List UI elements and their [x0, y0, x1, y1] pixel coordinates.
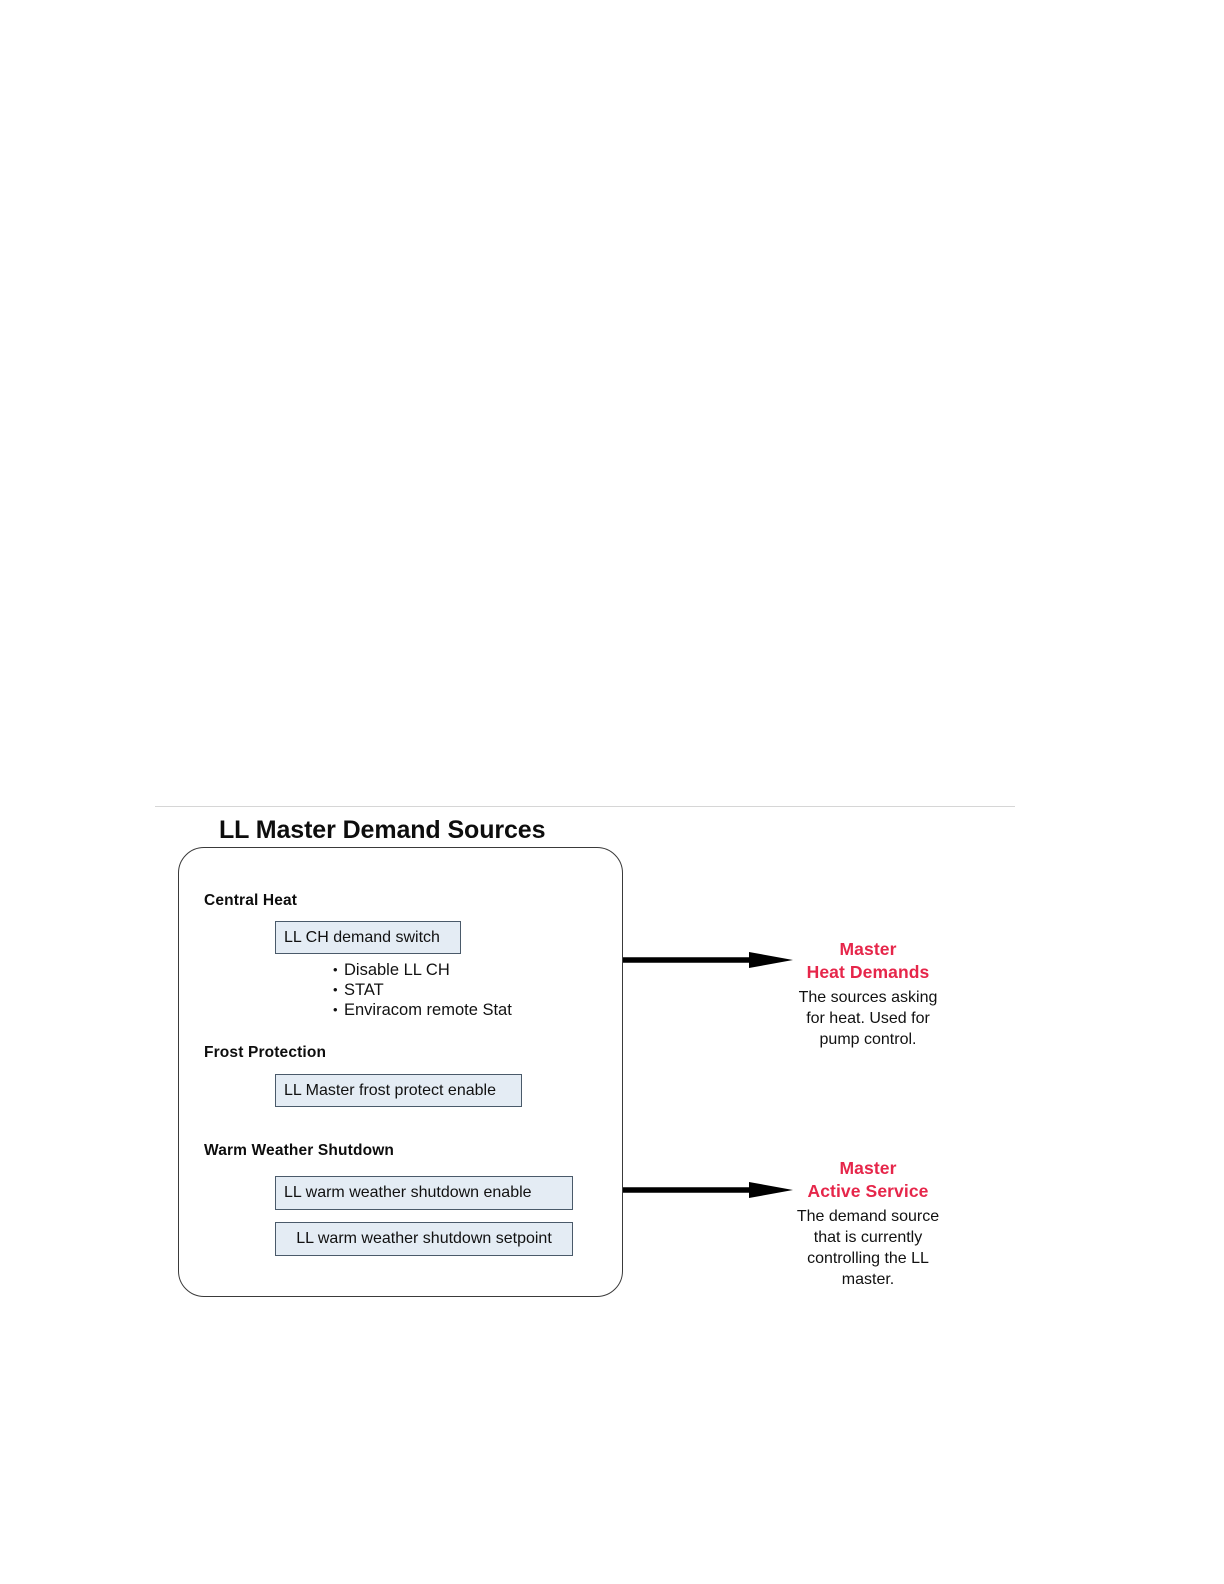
callout-title: Master Active Service	[753, 1157, 983, 1203]
callout-description-line: The demand source	[796, 1208, 940, 1225]
section-header-central-heat: Central Heat	[204, 892, 298, 909]
callout-title-line2: Heat Demands	[806, 962, 930, 982]
arrow-right-icon-active-service	[623, 1182, 793, 1198]
callout-title-line1: Master	[839, 1158, 897, 1178]
callout-description-line: controlling the LL	[807, 1250, 929, 1267]
section-header-frost-protection: Frost Protection	[204, 1044, 327, 1061]
callout-description: The demand source that is currently cont…	[753, 1206, 983, 1290]
param-box-ll-warm-weather-shutdown-enable[interactable]: LL warm weather shutdown enable	[275, 1176, 573, 1210]
callout-master-heat-demands: Master Heat Demands The sources asking f…	[753, 938, 983, 1050]
callout-description: The sources asking for heat. Used for pu…	[753, 987, 983, 1050]
callout-master-active-service: Master Active Service The demand source …	[753, 1157, 983, 1290]
arrow-right-icon-heat-demands	[623, 952, 793, 968]
callout-title: Master Heat Demands	[753, 938, 983, 984]
param-box-ll-warm-weather-shutdown-setpoint[interactable]: LL warm weather shutdown setpoint	[275, 1222, 573, 1256]
callout-description-line: master.	[841, 1271, 895, 1288]
callout-description-line: for heat. Used for	[806, 1010, 930, 1027]
central-heat-bullet-list: Disable LL CH STAT Enviracom remote Stat	[333, 960, 512, 1020]
param-box-ll-master-frost-protect-enable[interactable]: LL Master frost protect enable	[275, 1074, 522, 1107]
callout-description-line: pump control.	[819, 1031, 917, 1048]
list-item: Disable LL CH	[333, 960, 512, 980]
param-box-ll-ch-demand-switch[interactable]: LL CH demand switch	[275, 921, 461, 954]
section-header-warm-weather-shutdown: Warm Weather Shutdown	[204, 1142, 395, 1159]
top-divider-rule	[155, 806, 1015, 807]
figure-title: LL Master Demand Sources	[219, 816, 546, 844]
callout-description-line: The sources asking	[798, 989, 938, 1006]
callout-title-line1: Master	[839, 939, 897, 959]
list-item: Enviracom remote Stat	[333, 1000, 512, 1020]
callout-title-line2: Active Service	[807, 1181, 929, 1201]
list-item: STAT	[333, 980, 512, 1000]
callout-description-line: that is currently	[813, 1229, 923, 1246]
demand-sources-container	[178, 847, 623, 1297]
